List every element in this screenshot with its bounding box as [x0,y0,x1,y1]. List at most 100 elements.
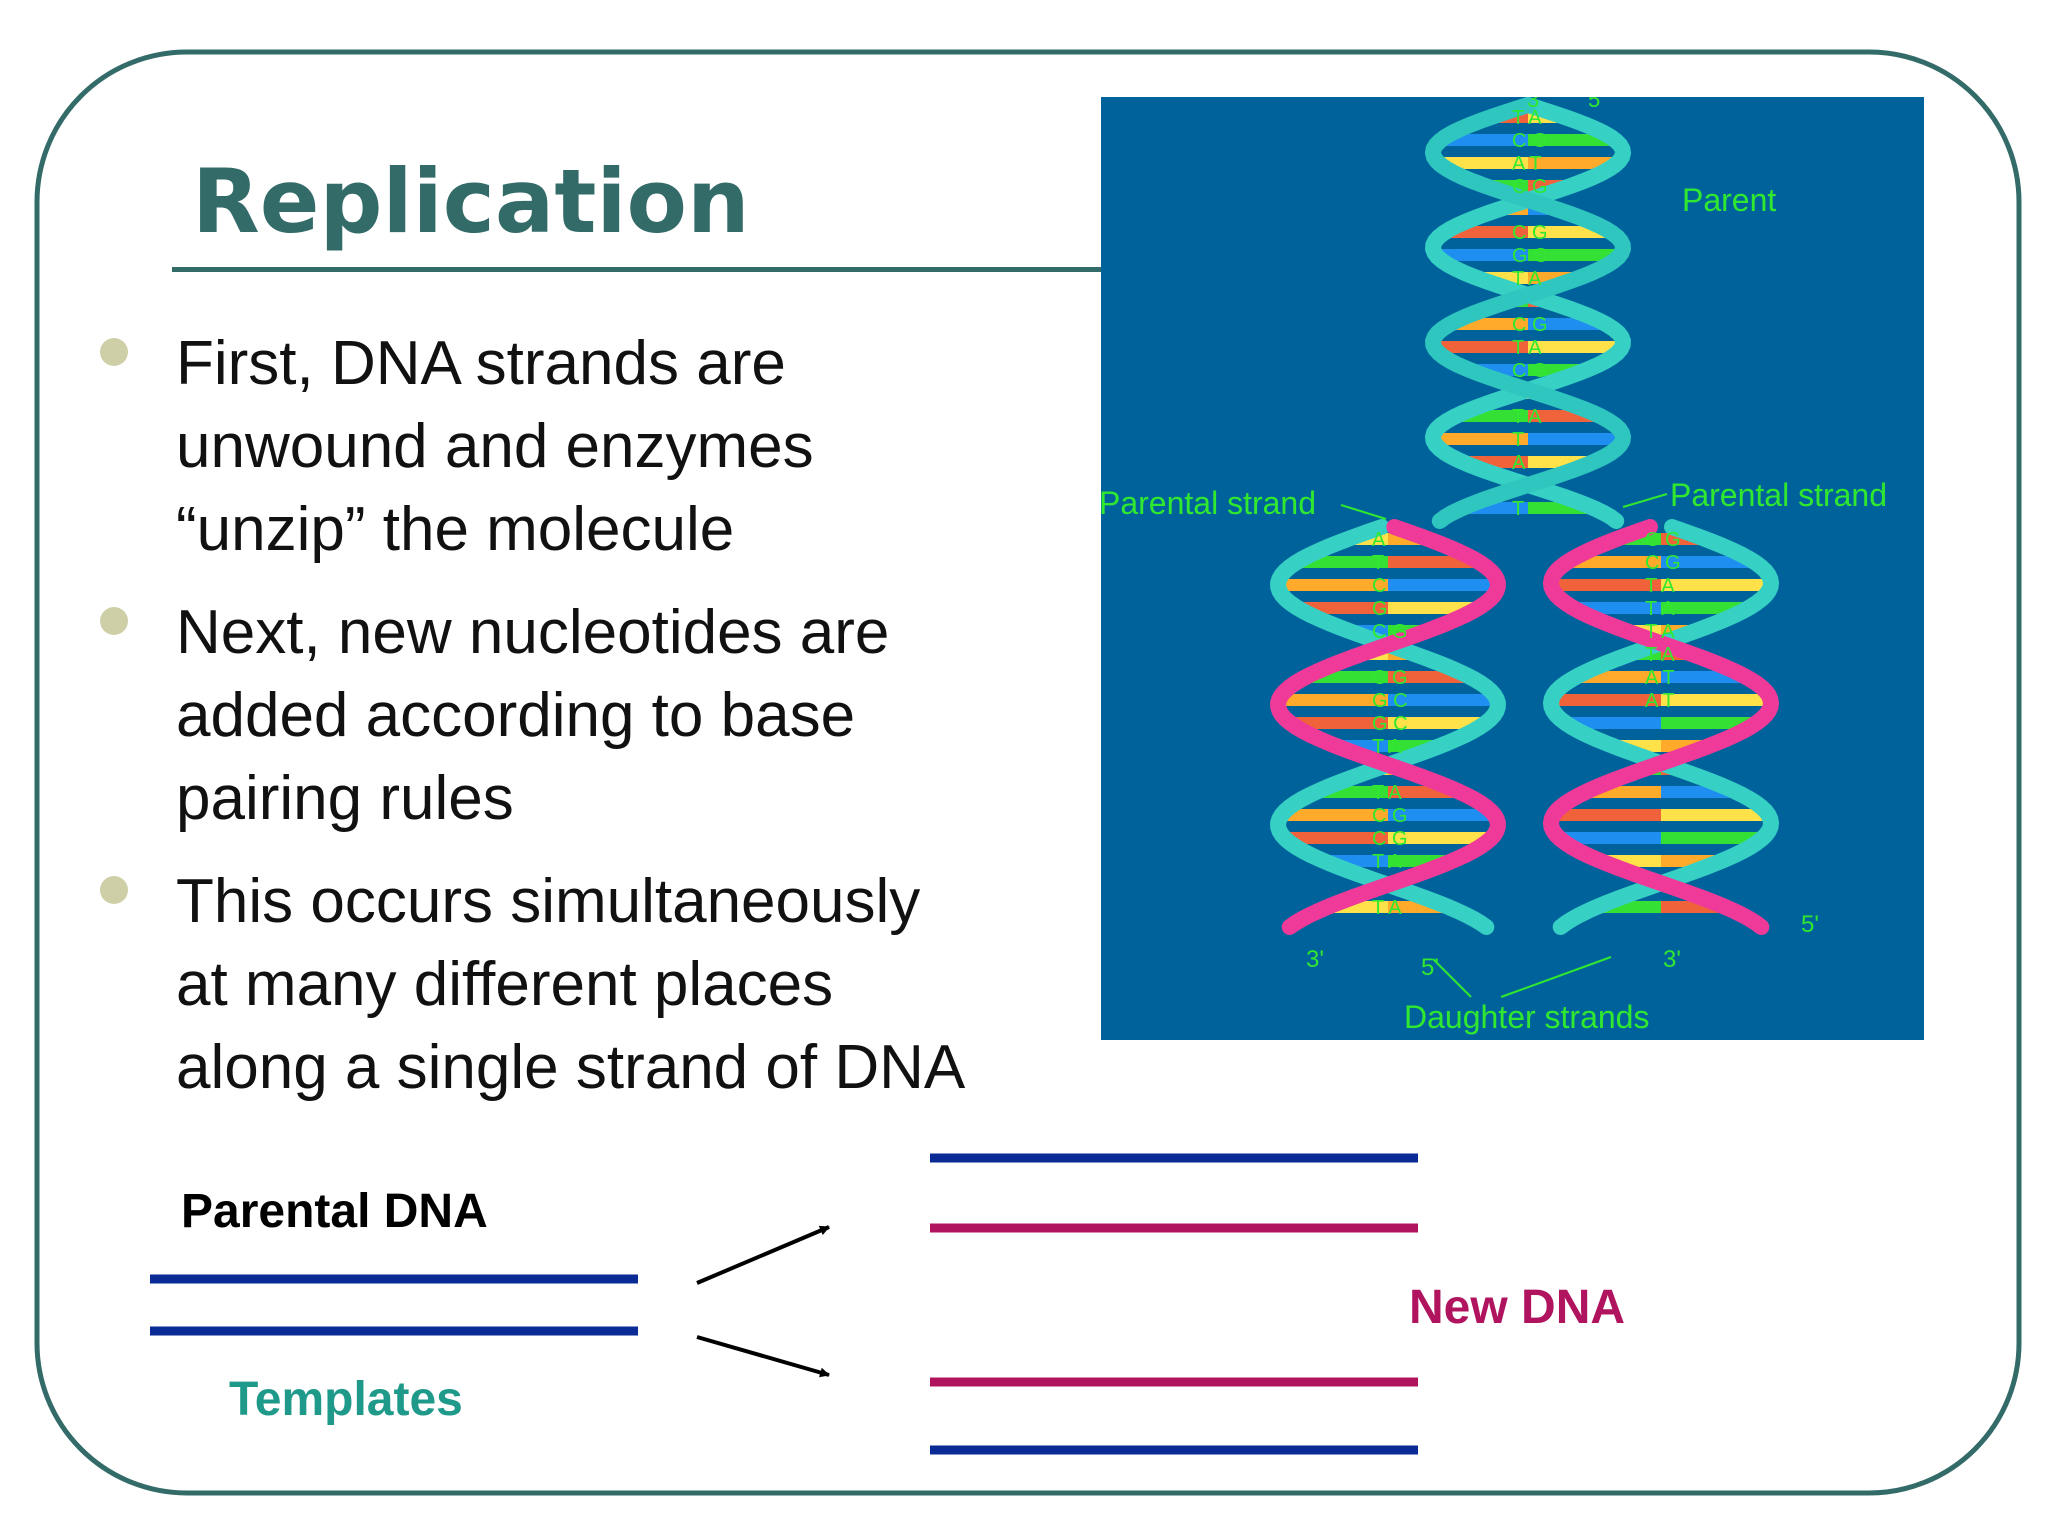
base-pair-rung [1528,157,1618,169]
base-pair-letters: C G [1372,828,1408,850]
left-5-prime-label: 5' [1421,954,1439,981]
dna-replication-illustration: T AC GA TC GC GG CT AC GT AC GT ATATATCG… [1101,97,1924,1040]
base-pair-rung [1661,832,1763,844]
base-pair-rung [1661,717,1757,729]
bullet-list: First, DNA strands are unwound and enzym… [98,322,1078,1129]
base-pair-rung [1388,832,1492,844]
base-pair-rung [1435,249,1528,261]
daughter-strands-pointer-right [1500,956,1612,998]
base-pair-rung [1278,579,1388,591]
bullet-line: along a single strand of DNA [176,1033,966,1102]
left-daughter-helix-strand-b [1270,519,1506,935]
base-pair-rung [1438,157,1528,169]
bullet-item: This occurs simultaneously at many diffe… [98,860,1078,1109]
base-pair-letters: A [1372,529,1386,551]
base-pair-letters: A T [1645,667,1675,689]
base-pair-rung [1553,809,1661,821]
base-pair-rung [1433,433,1528,445]
right-daughter-helix-strand-a [1542,519,1780,935]
title-underline [172,267,1104,272]
top-5-prime-label: 5' [1588,97,1604,112]
base-pair-letters: T A [1372,736,1402,758]
base-pair-rung [1388,809,1495,821]
right-daughter-helix-strand-b [1542,519,1780,935]
base-pair-rung [1284,832,1388,844]
bullet-dot-icon [100,607,128,635]
base-pair-letters: C [1372,575,1386,597]
parent-helix-strand-a [1424,97,1632,529]
parental-strand-right-label: Parental strand [1670,477,1887,513]
base-pair-letters: C G [1512,130,1548,152]
base-pair-rung [1528,341,1622,353]
bullet-item: Next, new nucleotides are added accordin… [98,591,1078,840]
parental-strand-right-pointer [1622,493,1668,508]
base-pair-letters: T [1512,429,1524,451]
base-pair-letters: C G [1512,360,1548,382]
base-pair-letters: T A [1512,268,1542,290]
base-pair-rung [1388,717,1486,729]
base-pair-letters: T A [1372,782,1402,804]
bullet-line: Next, new nucleotides are [176,598,890,667]
bullet-line: added according to base [176,681,856,750]
base-pair-rung [1388,694,1498,706]
base-pair-letters: G C [1372,713,1408,735]
parent-label: Parent [1682,182,1776,218]
parent-helix-strand-b [1424,97,1632,529]
daughter-strands-pointer-left [1432,958,1472,998]
base-pair-letters: T [1372,552,1384,574]
base-pair-letters: A T [1512,153,1542,175]
base-pair-rung [1528,249,1621,261]
base-pair-letters: C G [1372,621,1408,643]
base-pair-letters: A [1512,452,1526,474]
base-pair-letters: G C [1512,245,1548,267]
base-pair-letters: T A [1372,851,1402,873]
base-pair-rung [1388,579,1498,591]
right-5-prime-label: 5' [1801,911,1819,938]
parental-dna-label: Parental DNA [181,1185,488,1238]
base-pair-rung [1528,433,1623,445]
base-pair-rung [1565,717,1661,729]
base-pair-letters: G C [1372,690,1408,712]
base-pair-rung [1661,556,1755,568]
base-pair-rung [1661,694,1771,706]
bullet-line: “unzip” the molecule [176,495,735,564]
base-pair-rung [1661,809,1769,821]
templates-label: Templates [229,1373,463,1426]
base-pair-rung [1551,694,1661,706]
base-pair-rung [1278,694,1388,706]
top-3-prime-label: 3' [1527,97,1543,112]
base-pair-letters: T A [1512,337,1542,359]
left-3-prime-label: 3' [1306,946,1324,973]
bullet-dot-icon [100,876,128,904]
base-pair-letters: T A [1372,897,1402,919]
base-pair-letters: A T [1645,690,1675,712]
base-pair-rung [1434,341,1528,353]
base-pair-letters: T A [1645,575,1675,597]
base-pair-letters: C G [1512,314,1548,336]
slide-title: Replication [192,150,750,253]
base-pair-letters: C G [1372,805,1408,827]
base-pair-rung [1441,134,1528,146]
bullet-item: First, DNA strands are unwound and enzym… [98,322,1078,571]
base-pair-rung [1281,809,1388,821]
base-pair-letters: C G [1645,529,1681,551]
base-pair-letters: C G [1512,176,1548,198]
bullet-line: First, DNA strands are [176,329,786,398]
base-pair-rung [1528,134,1615,146]
base-pair-letters: T A [1645,598,1675,620]
right-3-prime-label: 3' [1663,946,1681,973]
base-pair-letters: C G [1372,667,1408,689]
base-pair-letters: G [1372,598,1388,620]
base-pair-rung [1661,579,1771,591]
base-pair-letters: T A [1645,644,1675,666]
parental-strand-left-pointer [1340,504,1387,520]
new-dna-label: New DNA [1409,1281,1626,1334]
daughter-strands-label: Daughter strands [1404,999,1649,1035]
base-pair-rung [1290,717,1388,729]
bullet-line: unwound and enzymes [176,412,814,481]
parental-strand-left-label: Parental strand [1101,485,1316,521]
bullet-dot-icon [100,338,128,366]
bullet-line: at many different places [176,950,834,1019]
base-pair-letters: T A [1645,621,1675,643]
base-pair-letters: C G [1645,552,1681,574]
